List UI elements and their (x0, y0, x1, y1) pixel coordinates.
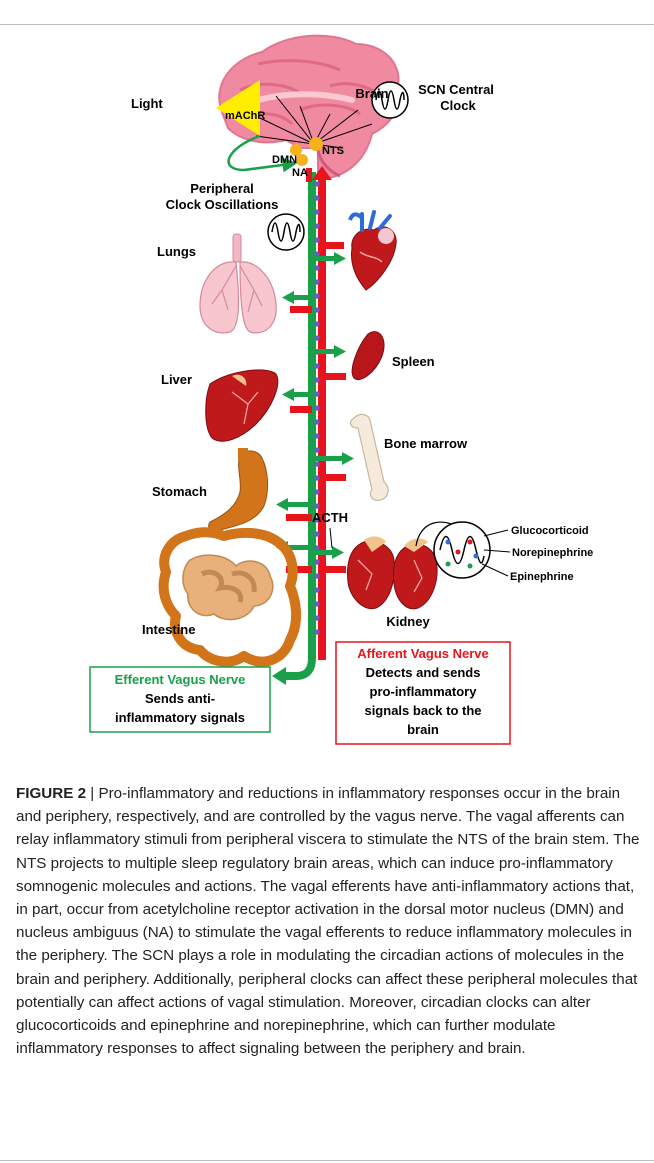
tbar-liver (290, 406, 312, 413)
nerve-dot (314, 307, 319, 312)
nerve-dot (314, 629, 319, 634)
label-nts: NTS (322, 145, 344, 157)
label-glucocorticoid: Glucocorticoid (511, 525, 589, 537)
kidney-icon (348, 536, 438, 608)
efferent-arrow-liver (282, 388, 312, 401)
bottom-divider (0, 1160, 654, 1161)
nerve-dot (314, 419, 319, 424)
label-brain: Brain (355, 86, 388, 101)
liver-icon (206, 370, 278, 441)
label-epinephrine: Epinephrine (510, 571, 574, 583)
nerve-dot (314, 279, 319, 284)
afferent-box-title: Afferent Vagus Nerve (357, 646, 489, 661)
nerve-dot (314, 475, 319, 480)
caption-separator: | (86, 785, 98, 802)
afferent-box-line4: brain (407, 722, 439, 737)
peripheral-clock-sine-wave-icon (268, 214, 304, 250)
stomach-icon (209, 448, 268, 531)
nerve-dot (314, 209, 319, 214)
label-scn-line1: SCN Central (418, 82, 494, 97)
nerve-dot (314, 321, 319, 326)
nerve-dot (314, 461, 319, 466)
label-peripheral-line1: Peripheral (190, 181, 254, 196)
hormone-sine-wave-icon (434, 522, 490, 578)
nerve-dot (314, 573, 319, 578)
label-acth: ACTH (312, 510, 348, 525)
nerve-dot (314, 489, 319, 494)
intestine-icon (164, 532, 296, 661)
nerve-dot (314, 223, 319, 228)
nerve-dot (314, 181, 319, 186)
nerve-dot (314, 615, 319, 620)
nerve-dot (314, 503, 319, 508)
nerve-dot (314, 531, 319, 536)
nerve-dot (314, 195, 319, 200)
label-na: NA (292, 167, 308, 179)
tbar-heart (322, 242, 344, 249)
label-kidney: Kidney (386, 614, 430, 629)
nerve-dot (314, 237, 319, 242)
tbar-stomach (286, 514, 312, 521)
afferent-box-line2: pro-inflammatory (370, 684, 478, 699)
nerve-dot (314, 601, 319, 606)
nerve-dot (314, 391, 319, 396)
label-machr: mAChR (225, 110, 265, 122)
nerve-dot (314, 377, 319, 382)
nerve-dot (314, 293, 319, 298)
label-scn-line2: Clock (440, 98, 476, 113)
afferent-box-line3: signals back to the (364, 703, 481, 718)
figure-caption: FIGURE 2 | Pro-inflammatory and reductio… (16, 782, 644, 1060)
tbar-lungs (290, 306, 312, 313)
afferent-box: Afferent Vagus Nerve Detects and sends p… (336, 642, 510, 744)
nts-nucleus (309, 137, 323, 151)
spleen-icon (352, 332, 384, 380)
tbar-bone (322, 474, 346, 481)
acth-connector (330, 528, 332, 548)
efferent-box-title: Efferent Vagus Nerve (115, 672, 246, 687)
efferent-box-line1: Sends anti- (145, 691, 215, 706)
label-light: Light (131, 96, 163, 111)
label-stomach: Stomach (152, 484, 207, 499)
figure: Brain SCN Central Clock Light mAChR NTS … (0, 0, 654, 775)
na-nucleus (296, 154, 308, 166)
afferent-box-line1: Detects and sends (366, 665, 481, 680)
heart-icon (350, 212, 396, 290)
nerve-dot (314, 447, 319, 452)
caption-text: Pro-inflammatory and reductions in infla… (16, 785, 639, 1057)
label-peripheral-line2: Clock Oscillations (166, 197, 279, 212)
bone-icon (351, 414, 389, 500)
label-norepinephrine: Norepinephrine (512, 547, 593, 559)
tbar-kidney (322, 566, 346, 573)
label-dmn: DMN (272, 154, 297, 166)
efferent-arrow-stomach (276, 498, 312, 511)
lungs-icon (200, 234, 276, 333)
nerve-dot (314, 363, 319, 368)
nerve-dot (314, 587, 319, 592)
efferent-arrow-lungs (282, 291, 312, 304)
label-lungs: Lungs (157, 244, 196, 259)
nerve-dot (314, 335, 319, 340)
efferent-box-line2: inflammatory signals (115, 710, 245, 725)
efferent-box: Efferent Vagus Nerve Sends anti- inflamm… (90, 667, 270, 732)
nerve-dot (314, 265, 319, 270)
label-spleen: Spleen (392, 354, 435, 369)
nerve-dot (314, 405, 319, 410)
caption-figure-label: FIGURE 2 (16, 785, 86, 802)
nerve-dot (314, 559, 319, 564)
nerve-dot (314, 545, 319, 550)
tbar-spleen (322, 373, 346, 380)
label-intestine: Intestine (142, 622, 195, 637)
label-bone-marrow: Bone marrow (384, 436, 468, 451)
nerve-dot (314, 251, 319, 256)
nerve-dot (314, 433, 319, 438)
label-liver: Liver (161, 372, 192, 387)
